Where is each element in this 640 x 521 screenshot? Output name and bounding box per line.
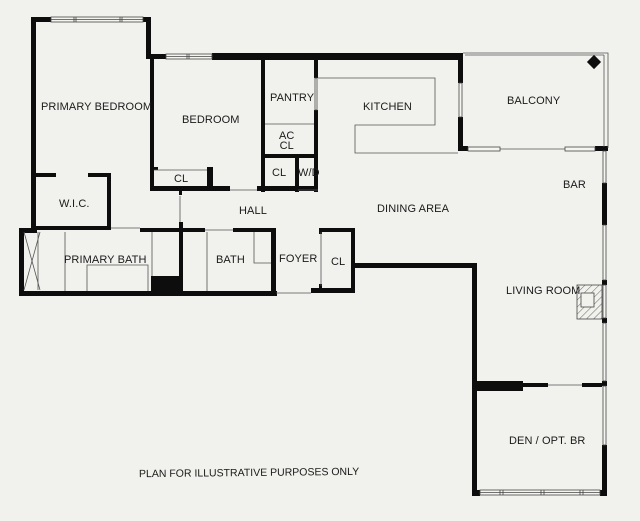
room-label-hall: HALL [239,205,267,217]
room-label-washer-dryer: W/D [298,167,320,179]
room-label-bedroom-closet: CL [174,173,189,185]
room-label-living-room: LIVING ROOM [506,285,581,297]
room-label-bedroom: BEDROOM [182,114,240,126]
disclaimer-text: PLAN FOR ILLUSTRATIVE PURPOSES ONLY [138,465,360,481]
room-label-dining-area: DINING AREA [377,203,450,215]
walls [19,17,608,496]
room-label-den: DEN / OPT. BR [509,435,586,447]
room-label-kitchen: KITCHEN [363,101,412,113]
windows [50,16,607,496]
room-label-balcony: BALCONY [507,95,561,107]
fireplace [576,284,603,320]
room-label-foyer-closet: CL [331,256,346,268]
room-label-ac-closet: AC CL [279,130,295,152]
room-label-primary-bath: PRIMARY BATH [64,254,147,266]
thin-lines [23,52,609,386]
room-label-primary-bedroom: PRIMARY BEDROOM [41,101,153,113]
room-label-wic: W.I.C. [59,198,90,210]
room-label-bath: BATH [216,254,245,266]
room-label-pantry: PANTRY [270,92,315,104]
room-label-foyer: FOYER [279,253,318,265]
room-label-hall-closet: CL [272,167,287,179]
room-label-bar: BAR [563,179,586,191]
